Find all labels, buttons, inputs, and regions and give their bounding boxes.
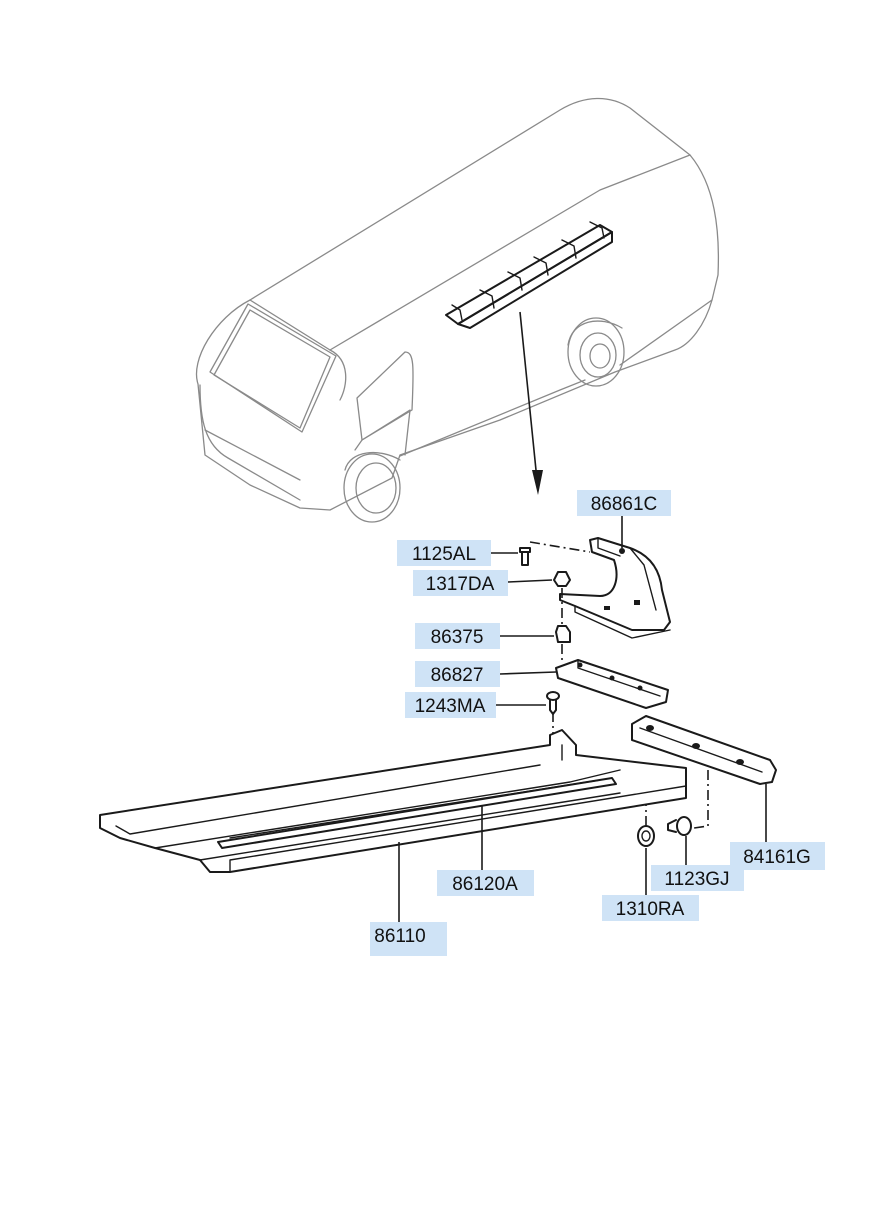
roof-rail-86110 [99, 729, 687, 873]
part-label-86110[interactable]: 86110 [370, 922, 447, 956]
leader-lines [398, 516, 767, 922]
part-number-84161g: 84161G [743, 847, 811, 868]
mount-84161g [631, 715, 777, 785]
part-number-86827: 86827 [431, 665, 484, 686]
plate-86827 [555, 659, 669, 709]
bolt-1123gj [667, 816, 692, 836]
part-number-1317da: 1317DA [426, 574, 495, 595]
bracket-86861c [559, 537, 671, 639]
screw-1243ma [546, 691, 560, 715]
part-number-1243ma: 1243MA [415, 696, 486, 717]
part-label-86827[interactable]: 86827 [415, 661, 500, 687]
van-outline [195, 97, 720, 523]
bolt-86375 [555, 625, 571, 643]
roof-rack-on-van [445, 221, 613, 329]
part-number-86120a: 86120A [452, 874, 518, 895]
part-label-1310ra[interactable]: 1310RA [602, 895, 699, 921]
nut-1310ra [637, 825, 655, 847]
part-label-84161g[interactable]: 84161G [730, 842, 825, 870]
part-label-1123gj[interactable]: 1123GJ [651, 865, 744, 891]
part-number-86861c: 86861C [591, 494, 658, 515]
detail-arrow [519, 311, 543, 495]
part-label-1317da[interactable]: 1317DA [413, 570, 508, 596]
part-number-86375: 86375 [431, 627, 484, 648]
part-label-86120a[interactable]: 86120A [437, 870, 534, 896]
nut-1317da [553, 571, 571, 587]
part-label-86861c[interactable]: 86861C [577, 490, 671, 516]
trim-86120a [217, 777, 617, 849]
part-number-1310ra: 1310RA [616, 899, 685, 920]
part-label-1243ma[interactable]: 1243MA [405, 692, 496, 718]
part-label-1125al[interactable]: 1125AL [397, 540, 491, 566]
part-label-86375[interactable]: 86375 [415, 623, 500, 649]
bolt-1125al [519, 547, 531, 566]
part-number-1123gj: 1123GJ [664, 869, 729, 890]
part-number-1125al: 1125AL [412, 544, 476, 565]
part-number-86110: 86110 [374, 926, 425, 947]
